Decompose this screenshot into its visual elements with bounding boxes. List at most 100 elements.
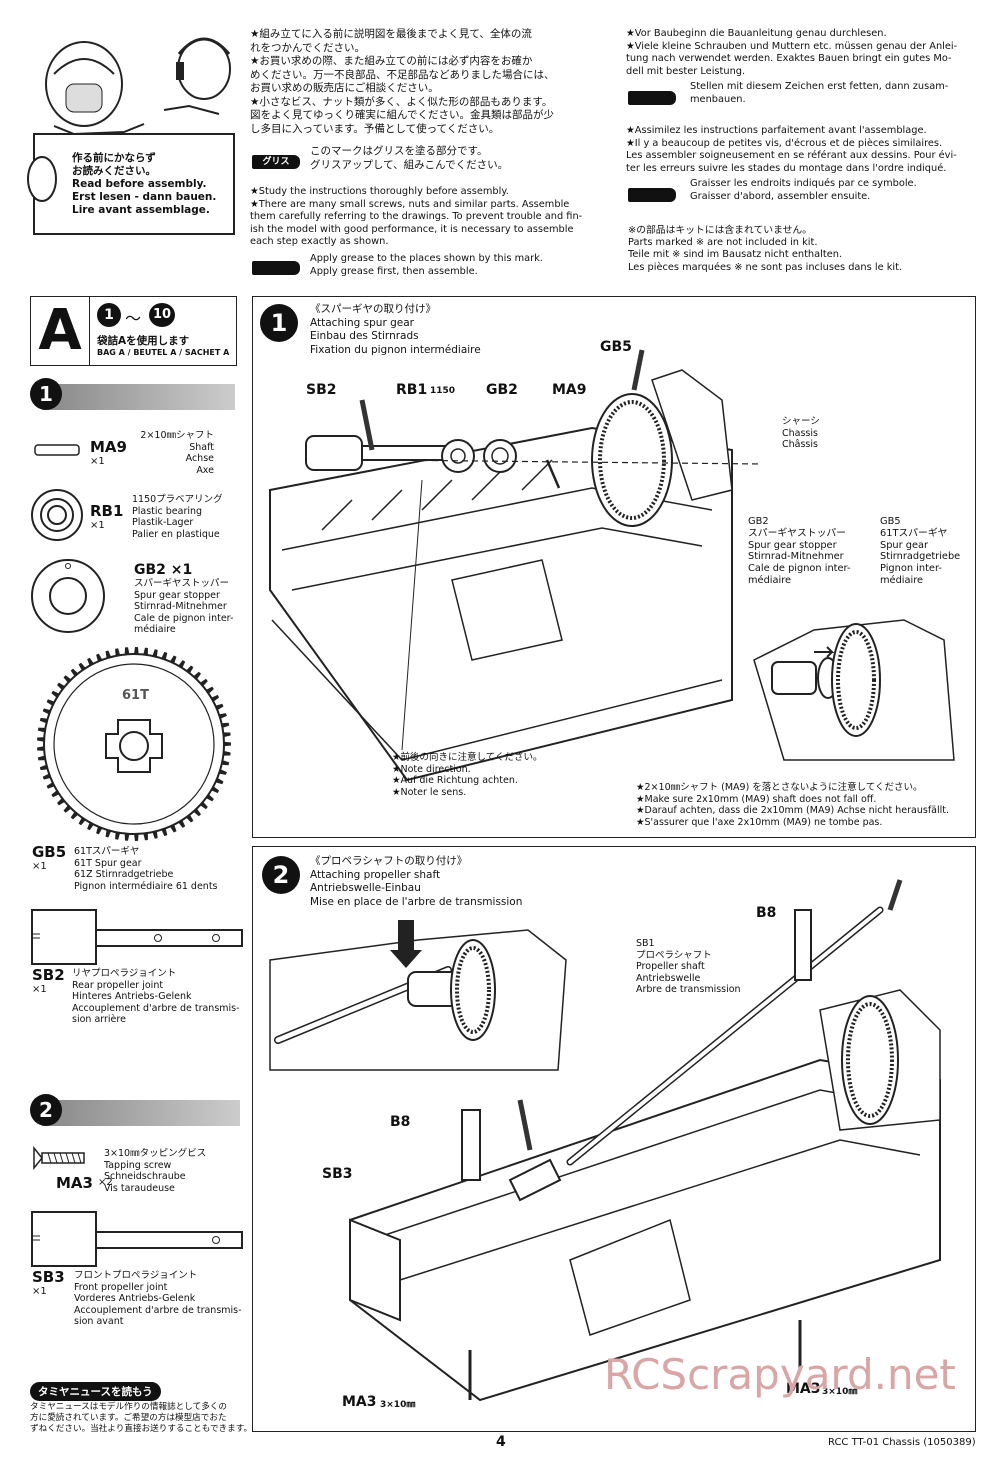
step1-label-gb2: GB2 xyxy=(486,382,518,398)
gear-tooth xyxy=(46,782,55,789)
parts-step1-badge: 1 xyxy=(30,378,62,410)
parts-step1-header: 1 xyxy=(30,378,235,412)
grease-text-jp: このマークはグリスを塗る部分です。 グリスアップして、組みこんでください。 xyxy=(310,145,509,171)
gear-tooth xyxy=(87,657,94,666)
step2-label-ma3-right: MA3 xyxy=(786,1381,821,1397)
step2-num: 2 xyxy=(272,861,290,889)
step2-label-b8-left: B8 xyxy=(390,1114,411,1130)
part-ma9-desc: 2×10㎜シャフト Shaft Achse Axe xyxy=(140,430,214,476)
gear-tooth xyxy=(178,660,186,669)
mascot-drawing xyxy=(27,37,235,235)
intro-english: ★Study the instructions thoroughly befor… xyxy=(250,186,583,248)
gear-tooth xyxy=(70,668,79,677)
gear-tooth xyxy=(152,831,158,839)
gear-tooth xyxy=(78,662,86,671)
gear-tooth xyxy=(161,828,168,837)
part-gb5-desc: 61Tスパーギヤ 61T Spur gear 61Z Stirnradgetri… xyxy=(74,846,218,892)
gear-tooth xyxy=(200,678,208,687)
gear-tooth xyxy=(37,746,45,751)
rear-joint-icon xyxy=(31,909,243,965)
step1-badge: 1 xyxy=(260,304,298,342)
grease-mark-jp: グリス xyxy=(252,151,300,170)
gear-tooth xyxy=(161,651,168,660)
parts-step2-num: 2 xyxy=(39,1098,53,1122)
gear-tooth xyxy=(57,682,65,690)
parts-step2-header: 2 xyxy=(30,1094,240,1128)
part-rb1-count: ×1 xyxy=(90,520,105,531)
part-ma9-count: ×1 xyxy=(90,456,105,467)
step1-chassis-drawing xyxy=(269,349,763,782)
gear-tooth xyxy=(219,713,227,719)
bag-jp: 袋詰Aを使用します xyxy=(97,335,190,347)
grease-text-fr: Graisser les endroits indiqués par ce sy… xyxy=(690,178,917,202)
gear-tooth xyxy=(219,769,227,775)
part-rb1-desc: 1150プラベアリング Plastic bearing Plastik-Lage… xyxy=(132,494,223,540)
grease-text-de: Stellen mit diesem Zeichen erst fetten, … xyxy=(690,81,949,105)
part-ma3-count: ×2 xyxy=(98,1177,113,1188)
grease-mark-de xyxy=(628,87,676,106)
part-gb5-code: GB5 xyxy=(32,843,67,861)
gear-tooth xyxy=(37,727,46,733)
mascot-caption: 作る前にかならず お読みください。 Read before assembly. … xyxy=(72,152,217,216)
parts-step1-bar xyxy=(42,384,235,410)
gear-tooth xyxy=(39,717,48,724)
not-included-note: ※の部品はキットには含まれていません。 Parts marked ※ are n… xyxy=(628,225,903,273)
gear-tooth xyxy=(42,773,51,780)
part-rb1-code: RB1 xyxy=(90,502,124,520)
step1-shaft-note: ★2×10㎜シャフト (MA9) を落とさないように注意してください。 ★Mak… xyxy=(636,782,950,828)
gear-61t-label: 61T xyxy=(122,688,149,703)
gear-tooth xyxy=(87,822,94,831)
parts-step2-badge: 2 xyxy=(30,1094,62,1126)
gear-tooth xyxy=(105,650,112,659)
step2-label-b8-top: B8 xyxy=(756,905,777,921)
gear-tooth xyxy=(57,798,65,806)
step1-title: 《スパーギヤの取り付け》 Attaching spur gear Einbau … xyxy=(310,303,481,356)
gear-tooth xyxy=(224,741,231,747)
part-gb5-count: ×1 xyxy=(32,861,47,872)
gear-tooth xyxy=(63,805,72,813)
grease-icon xyxy=(252,260,300,275)
intro-german: ★Vor Baubeginn die Bauanleitung genau du… xyxy=(626,28,958,77)
part-ma3-code: MA3 xyxy=(56,1174,93,1192)
part-gb2-code: GB2 ×1 xyxy=(134,562,193,578)
step1-inset-drawing xyxy=(753,619,955,761)
part-gb2-desc: スパーギヤストッパー Spur gear stopper Stirnrad-Mi… xyxy=(134,578,234,635)
gear-tooth xyxy=(46,699,55,706)
grease-tag: グリス xyxy=(252,154,300,169)
intro-japanese: ★組み立てに入る前に説明図を最後までよく見て、全体の流 れをつかんでください。 … xyxy=(250,28,555,135)
gear-tooth xyxy=(124,647,130,655)
gear-tooth xyxy=(143,832,148,841)
gear-tooth xyxy=(221,760,230,766)
grease-icon xyxy=(628,90,676,105)
gear-tooth xyxy=(63,675,72,683)
screw-icon xyxy=(33,1145,85,1171)
step1-label-sb2: SB2 xyxy=(306,382,337,398)
bag-label: BAG A / BEUTEL A / SACHET A xyxy=(97,348,230,357)
gear-tooth xyxy=(223,732,231,738)
gear-tooth xyxy=(200,801,208,810)
gear-tooth xyxy=(70,811,79,820)
bag-step-to: 10 xyxy=(149,303,175,327)
grease-icon xyxy=(628,187,676,202)
gear-tooth xyxy=(105,829,112,838)
step1-num: 1 xyxy=(270,309,288,337)
gear-tooth xyxy=(178,819,186,828)
mascot-illustration: 作る前にかならず お読みください。 Read before assembly. … xyxy=(14,14,235,244)
model-id: RCC TT-01 Chassis (1050389) xyxy=(828,1437,976,1448)
bearing-icon xyxy=(31,489,83,541)
grease-mark-en xyxy=(252,257,300,276)
part-ma9-code: MA9 xyxy=(90,438,127,456)
gear-tooth xyxy=(186,814,194,823)
tamiya-news-body: タミヤニュースはモデル作りの情報誌として多くの 方に愛読されています。ご希望の方… xyxy=(30,1402,253,1434)
parts-step2-bar xyxy=(42,1100,240,1126)
part-sb3-desc: フロントプロペラジョイント Front propeller joint Vord… xyxy=(74,1270,242,1327)
gear-tooth xyxy=(96,826,103,835)
part-ma3-desc: 3×10㎜タッピングビス Tapping screw Schneidschrau… xyxy=(104,1148,207,1194)
step2-label-ma3-right-size: 3×10㎜ xyxy=(822,1387,858,1397)
gear-tooth xyxy=(215,703,224,711)
step1-inset-gb5: GB5 61Tスパーギヤ Spur gear Stirnradgetriebe … xyxy=(880,516,961,586)
gear-tooth xyxy=(37,737,45,742)
gear-tooth xyxy=(51,690,60,698)
gear-tooth xyxy=(206,686,214,694)
tamiya-news-title: タミヤニュースを読もう xyxy=(30,1382,161,1401)
